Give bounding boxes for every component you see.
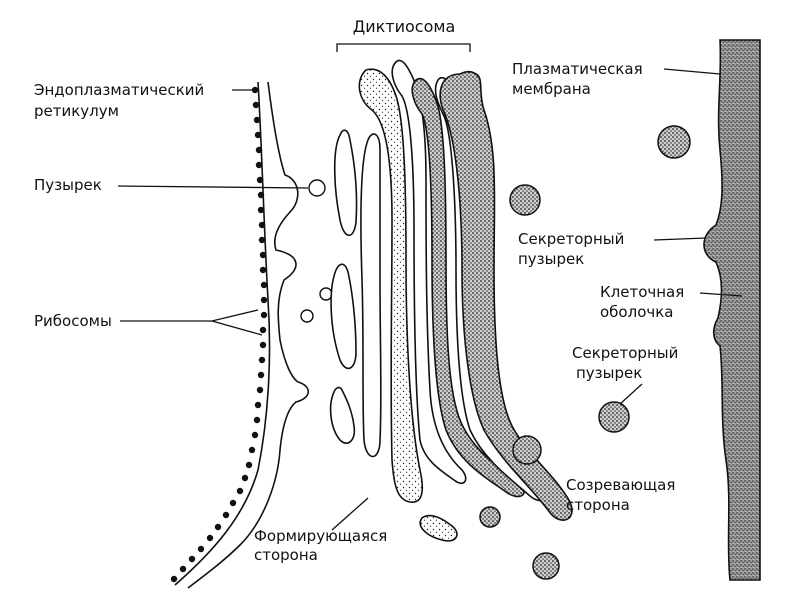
endoplasmic-reticulum	[170, 81, 310, 589]
maturing-side-label: Созревающая сторона	[566, 476, 675, 514]
secretory-vesicle-label-1: Секреторный пузырек	[518, 230, 707, 268]
secretory-vesicle-2-line2: пузырек	[576, 364, 642, 382]
transport-vesicle	[308, 179, 326, 197]
forming-vesicle	[419, 514, 458, 542]
secretory-vesicle	[657, 125, 691, 159]
maturing-side-line1: Созревающая	[566, 476, 675, 494]
secretory-vesicle	[512, 435, 542, 465]
cell-wall-line2: оболочка	[600, 303, 673, 321]
secretory-vesicle-1-line2: пузырек	[518, 250, 584, 268]
er-label-line2: ретикулум	[34, 102, 119, 120]
cell-wall-line1: Клеточная	[600, 283, 684, 301]
plasma-membrane	[703, 39, 761, 581]
vesicle-label-text: Пузырек	[34, 176, 102, 194]
ribosomes	[170, 86, 268, 583]
forming-side-line1: Формирующаяся	[254, 527, 387, 545]
secretory-vesicle	[509, 184, 541, 216]
ribosomes-label-text: Рибосомы	[34, 312, 112, 330]
secretory-vesicle-1-line1: Секреторный	[518, 230, 624, 248]
dictyosome-stack	[329, 59, 573, 521]
forming-side-label: Формирующаяся сторона	[254, 497, 387, 564]
er-label-line1: Эндоплазматический	[34, 81, 204, 99]
vesicle-label: Пузырек	[34, 176, 309, 194]
er-label: Эндоплазматический ретикулум	[34, 81, 256, 120]
secretory-vesicle	[598, 401, 630, 433]
cell-wall-label: Клеточная оболочка	[600, 283, 743, 321]
transport-vesicle	[319, 287, 333, 301]
plasma-membrane-line1: Плазматическая	[512, 60, 643, 78]
plasma-membrane-label: Плазматическая мембрана	[512, 60, 721, 98]
plasma-membrane-line2: мембрана	[512, 80, 591, 98]
dictyosome-label-text: Диктиосома	[353, 17, 456, 36]
forming-vesicle	[479, 506, 501, 528]
ribosomes-label: Рибосомы	[34, 309, 263, 336]
secretory-vesicle-2-line1: Секреторный	[572, 344, 678, 362]
forming-side-line2: сторона	[254, 546, 318, 564]
transport-vesicle	[300, 309, 314, 323]
secretory-vesicle	[532, 552, 560, 580]
dictyosome-label: Диктиосома	[336, 17, 471, 52]
maturing-side-line2: сторона	[566, 496, 630, 514]
secretory-vesicle-label-2: Секреторный пузырек	[572, 344, 678, 405]
